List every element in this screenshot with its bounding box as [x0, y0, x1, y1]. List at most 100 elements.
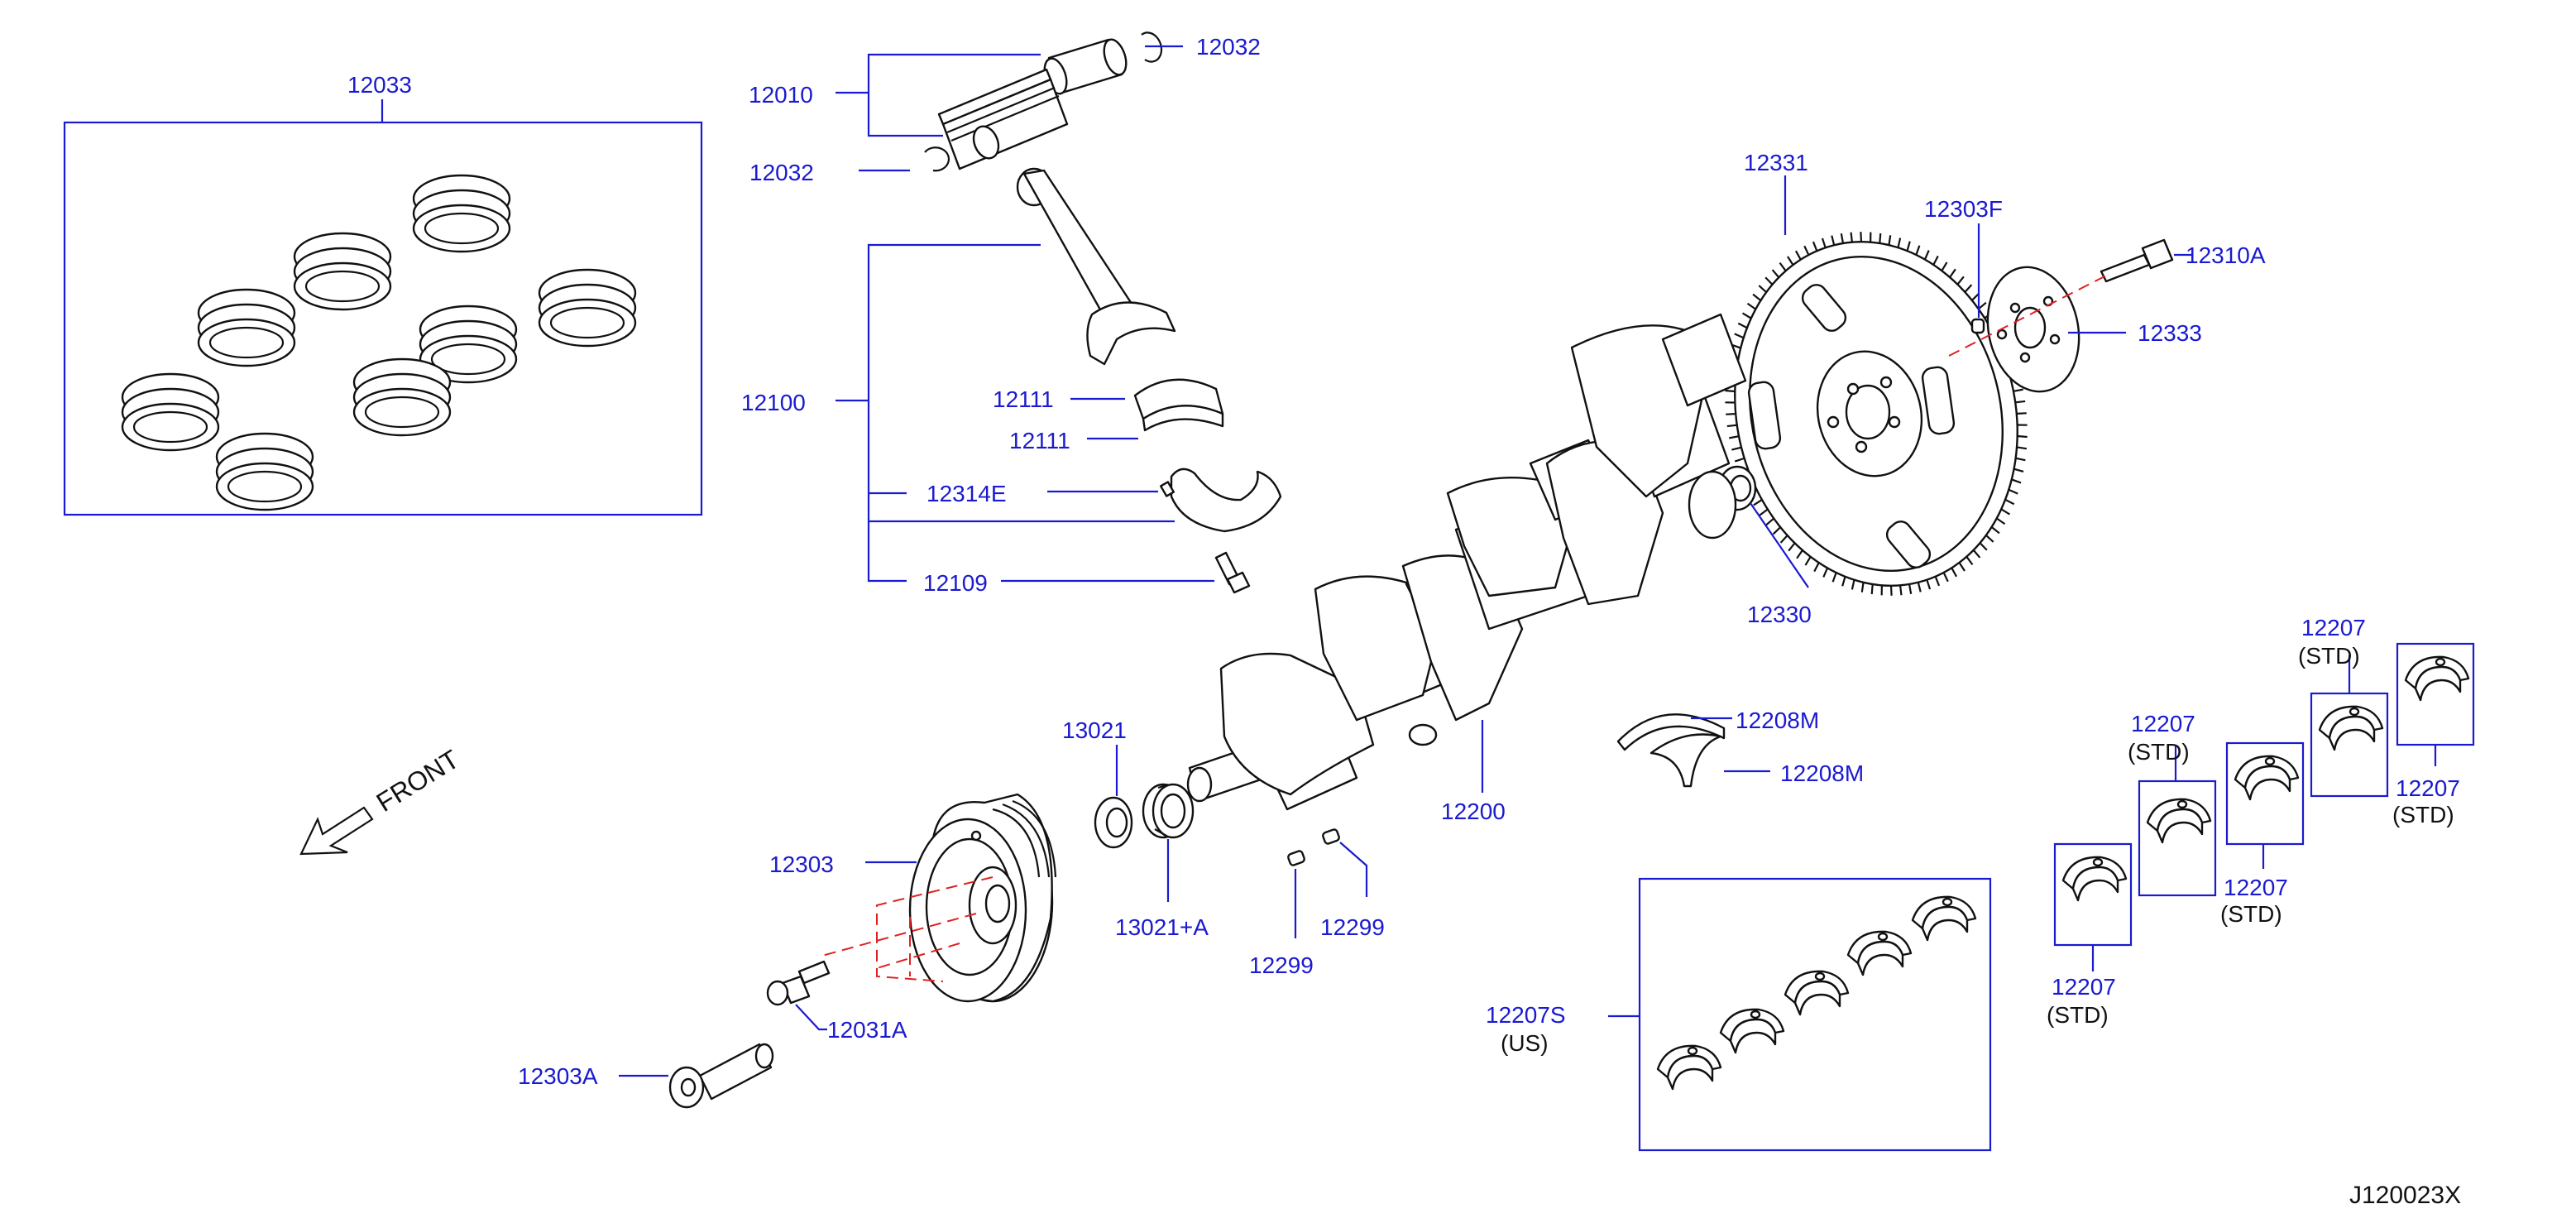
label-12299-b[interactable]: 12299: [1320, 914, 1385, 940]
thrust-bearing-lower: [1650, 733, 1722, 788]
bearing-shell: [2061, 856, 2128, 902]
label-std-3: (STD): [2220, 901, 2282, 927]
gear-tooth: [1804, 556, 1812, 566]
gear-tooth: [2011, 478, 2022, 484]
bearing-shell: [2234, 755, 2300, 801]
bearing-shell: [1846, 930, 1913, 976]
label-12032-top[interactable]: 12032: [1196, 34, 1261, 60]
label-12033[interactable]: 12033: [347, 72, 412, 98]
gear-tooth: [1915, 245, 1921, 256]
label-12310A[interactable]: 12310A: [2186, 242, 2266, 268]
gear-tooth: [1753, 499, 1763, 506]
bearing-box-2: [2138, 779, 2217, 897]
piston-ring-stack: [215, 432, 314, 511]
gear-tooth: [1779, 262, 1787, 271]
flywheel-group: 12331 12303F 12333 12310A: [1717, 150, 2266, 627]
snap-ring-left: [924, 146, 950, 172]
thrust-bearing-upper: [1616, 713, 1726, 751]
gear-tooth: [1942, 572, 1949, 583]
key-b: [1322, 828, 1340, 845]
gear-tooth: [1831, 235, 1836, 246]
gear-tooth: [1771, 269, 1780, 278]
label-13021[interactable]: 13021: [1062, 717, 1127, 743]
label-12207-2[interactable]: 12207: [2131, 711, 2195, 736]
label-12207-5[interactable]: 12207: [2396, 775, 2460, 801]
gear-tooth: [1741, 312, 1752, 319]
gear-tooth: [1734, 333, 1745, 339]
gear-tooth: [1985, 535, 1994, 543]
gear-tooth: [2015, 457, 2026, 462]
label-12303F[interactable]: 12303F: [1924, 196, 2003, 222]
piston-ring-stack: [412, 174, 511, 253]
gear-tooth: [1752, 293, 1762, 301]
label-12109[interactable]: 12109: [923, 570, 988, 596]
gear-tooth: [2008, 488, 2018, 495]
label-12208M-b[interactable]: 12208M: [1780, 760, 1864, 786]
label-12303[interactable]: 12303: [769, 851, 834, 877]
crank-pulley: [908, 793, 1057, 1003]
conrod-bearing-upper: [1133, 378, 1224, 432]
piston-ring-stack: [293, 232, 392, 311]
label-12010[interactable]: 12010: [749, 82, 813, 108]
label-12299-a[interactable]: 12299: [1249, 952, 1314, 978]
gear-tooth: [1897, 237, 1902, 248]
label-12314E[interactable]: 12314E: [926, 481, 1007, 506]
bearing-shell: [2146, 798, 2212, 844]
crank-sprocket-a: [1142, 783, 1195, 839]
piston-ring-stack: [538, 268, 637, 348]
piston-ring-stack: [419, 305, 518, 384]
gear-tooth: [1917, 582, 1922, 592]
label-12032-left[interactable]: 12032: [749, 160, 814, 185]
front-arrow-icon: [299, 806, 374, 856]
gear-tooth: [1764, 276, 1774, 285]
gear-tooth: [1978, 301, 1987, 310]
label-12111-a[interactable]: 12111: [993, 386, 1054, 412]
label-12330[interactable]: 12330: [1747, 602, 1812, 627]
label-12207-4[interactable]: 12207: [2301, 615, 2366, 640]
label-12200[interactable]: 12200: [1441, 799, 1506, 824]
gear-tooth: [1850, 232, 1854, 242]
label-12207S[interactable]: 12207S: [1486, 1002, 1566, 1028]
gear-tooth: [1841, 576, 1846, 587]
gear-tooth: [1860, 232, 1863, 242]
label-12333[interactable]: 12333: [2138, 320, 2202, 346]
main-bearings-std: [2061, 655, 2470, 902]
label-12208M-a[interactable]: 12208M: [1736, 708, 1819, 733]
label-12100[interactable]: 12100: [741, 390, 806, 415]
gear-tooth: [1958, 562, 1966, 572]
label-13021A[interactable]: 13021+A: [1115, 914, 1209, 940]
dowel-pin: [1970, 318, 1985, 334]
gear-tooth: [2016, 412, 2027, 415]
connecting-rod: [1016, 167, 1176, 366]
crankshaft-group: 12200 12299 12299: [1186, 313, 1747, 978]
bearing-box-3: [2225, 741, 2305, 846]
gear-tooth: [1889, 585, 1893, 596]
gear-tooth: [1746, 302, 1756, 310]
gear-tooth: [1822, 567, 1829, 578]
label-12207-3[interactable]: 12207: [2224, 875, 2288, 900]
gear-tooth: [2017, 434, 2028, 439]
label-12111-b[interactable]: 12111: [1009, 428, 1070, 453]
label-std-2: (STD): [2128, 739, 2190, 765]
gear-tooth: [1803, 245, 1810, 256]
gear-tooth: [1908, 583, 1913, 594]
bearing-shell: [1719, 1008, 1785, 1054]
label-us: (US): [1501, 1030, 1549, 1056]
gear-tooth: [1796, 549, 1803, 559]
label-12331[interactable]: 12331: [1744, 150, 1808, 175]
gear-tooth: [1932, 255, 1939, 266]
gear-tooth: [2015, 400, 2026, 404]
gear-tooth: [1726, 424, 1737, 428]
main-bearings-std-group: 12207 (STD) 12207 (STD) 12207 (STD) 1220…: [2047, 615, 2475, 1028]
gear-tooth: [1951, 567, 1958, 578]
label-12207-1[interactable]: 12207: [2052, 974, 2116, 1000]
gear-tooth: [1765, 517, 1774, 526]
gear-tooth: [1772, 526, 1781, 535]
label-12303A[interactable]: 12303A: [518, 1063, 598, 1089]
gear-tooth: [1990, 526, 2000, 535]
label-12031A[interactable]: 12031A: [827, 1017, 907, 1043]
bearing-shell: [1656, 1044, 1722, 1091]
crank-sprocket: [1094, 796, 1133, 849]
main-bearing-set-box: [1638, 877, 1992, 1152]
